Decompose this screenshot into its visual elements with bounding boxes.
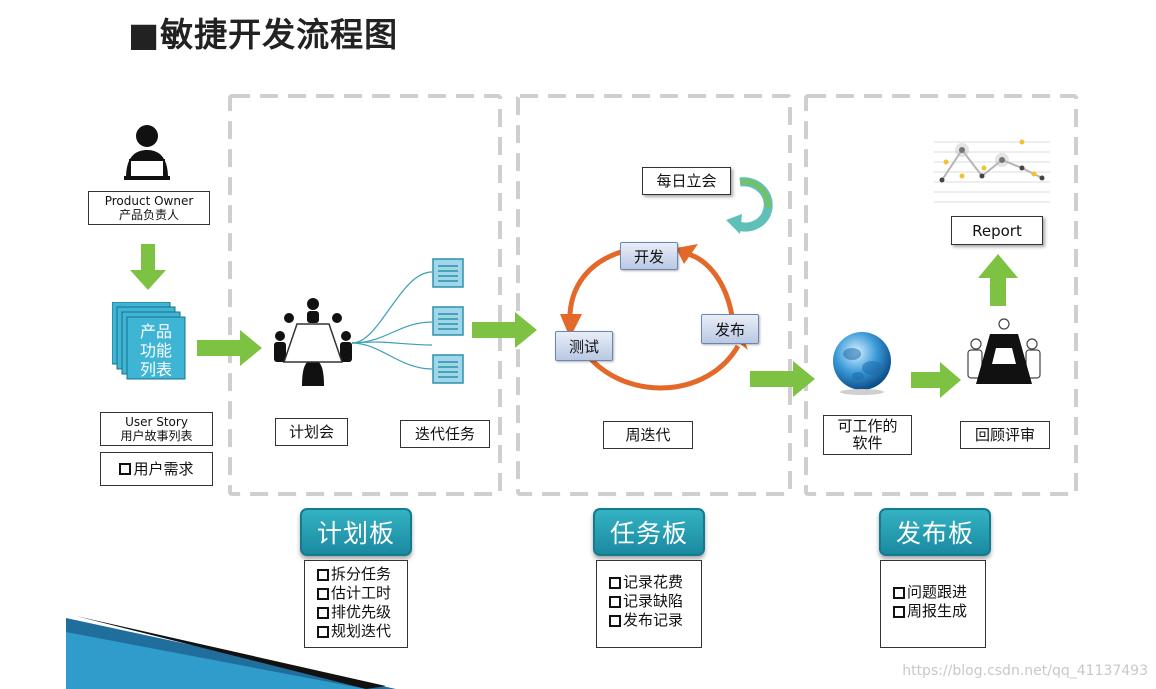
right-arrow-icon	[197, 330, 262, 366]
list-item: 发布记录	[609, 611, 701, 630]
checkbox-icon	[317, 568, 329, 581]
checkbox-icon	[317, 625, 329, 638]
checkbox-icon	[609, 595, 621, 608]
cycle-test: 测试	[555, 331, 613, 361]
list-item: 记录缺陷	[609, 592, 701, 611]
plan-board-checklist: 拆分任务 估计工时 排优先级 规划迭代	[304, 560, 408, 648]
working-software-line1: 可工作的	[837, 417, 898, 435]
task-fan-lines	[351, 271, 433, 370]
page-title: ■敏捷开发流程图	[128, 15, 399, 54]
list-item: 规划迭代	[317, 622, 407, 641]
product-owner-cn: 产品负责人	[118, 208, 179, 222]
right-arrow-icon	[911, 362, 961, 398]
planning-meeting-label: 计划会	[275, 418, 348, 446]
user-needs-box: 用户需求	[100, 452, 213, 486]
retrospective-label: 回顾评审	[960, 421, 1050, 449]
daily-standup-label: 每日立会	[642, 167, 731, 195]
checkbox-icon	[893, 586, 905, 599]
retrospective-meeting-icon	[967, 318, 1041, 384]
watermark: https://blog.csdn.net/qq_41137493	[902, 663, 1148, 679]
user-needs-label: 用户需求	[133, 460, 194, 478]
refresh-cycle-icon	[726, 177, 773, 234]
product-owner-icon	[124, 125, 170, 180]
product-backlog-label: 产品 功能 列表	[127, 322, 185, 379]
backlog-line3: 列表	[139, 360, 172, 379]
plan-board-header: 计划板	[300, 508, 412, 556]
user-story-label: User Story 用户故事列表	[100, 412, 213, 446]
backlog-line2: 功能	[139, 341, 172, 360]
release-board-header: 发布板	[879, 508, 991, 556]
list-item: 问题跟进	[893, 583, 985, 602]
checkbox-icon	[317, 587, 329, 600]
user-story-en: User Story	[125, 415, 188, 429]
task-document-icon	[432, 306, 464, 336]
cycle-develop: 开发	[620, 242, 678, 270]
working-software-label: 可工作的 软件	[823, 415, 912, 455]
up-arrow-icon	[978, 254, 1018, 306]
checkbox-icon	[609, 576, 621, 589]
product-owner-label: Product Owner 产品负责人	[88, 191, 210, 225]
checkbox-icon	[893, 605, 905, 618]
task-document-icon	[432, 258, 464, 288]
report-chart-icon	[934, 139, 1050, 203]
weekly-iteration-label: 周迭代	[603, 421, 693, 449]
release-board-checklist: 问题跟进 周报生成	[880, 560, 986, 648]
list-item: 排优先级	[317, 603, 407, 622]
decorative-swoosh	[66, 616, 396, 689]
meeting-table-icon	[274, 298, 352, 386]
product-owner-en: Product Owner	[104, 194, 194, 208]
task-board-checklist: 记录花费 记录缺陷 发布记录	[596, 560, 702, 648]
right-arrow-icon	[750, 361, 815, 397]
list-item: 估计工时	[317, 584, 407, 603]
iteration-tasks-label: 迭代任务	[400, 420, 490, 448]
list-item: 记录花费	[609, 573, 701, 592]
iteration-panel	[516, 94, 792, 496]
user-story-cn: 用户故事列表	[120, 429, 193, 443]
planning-panel	[228, 94, 502, 496]
right-arrow-icon	[472, 312, 537, 348]
cycle-release: 发布	[701, 314, 759, 344]
release-panel	[804, 94, 1078, 496]
checkbox-icon	[119, 463, 132, 475]
product-backlog-stack-icon	[112, 302, 186, 380]
checkbox-icon	[609, 614, 621, 627]
globe-icon	[833, 332, 891, 395]
down-arrow-icon	[130, 244, 166, 290]
backlog-line1: 产品	[139, 322, 172, 341]
list-item: 周报生成	[893, 602, 985, 621]
task-board-header: 任务板	[593, 508, 705, 556]
checkbox-icon	[317, 606, 329, 619]
report-label: Report	[951, 216, 1043, 245]
list-item: 拆分任务	[317, 565, 407, 584]
working-software-line2: 软件	[852, 434, 883, 452]
task-document-icon	[432, 354, 464, 384]
